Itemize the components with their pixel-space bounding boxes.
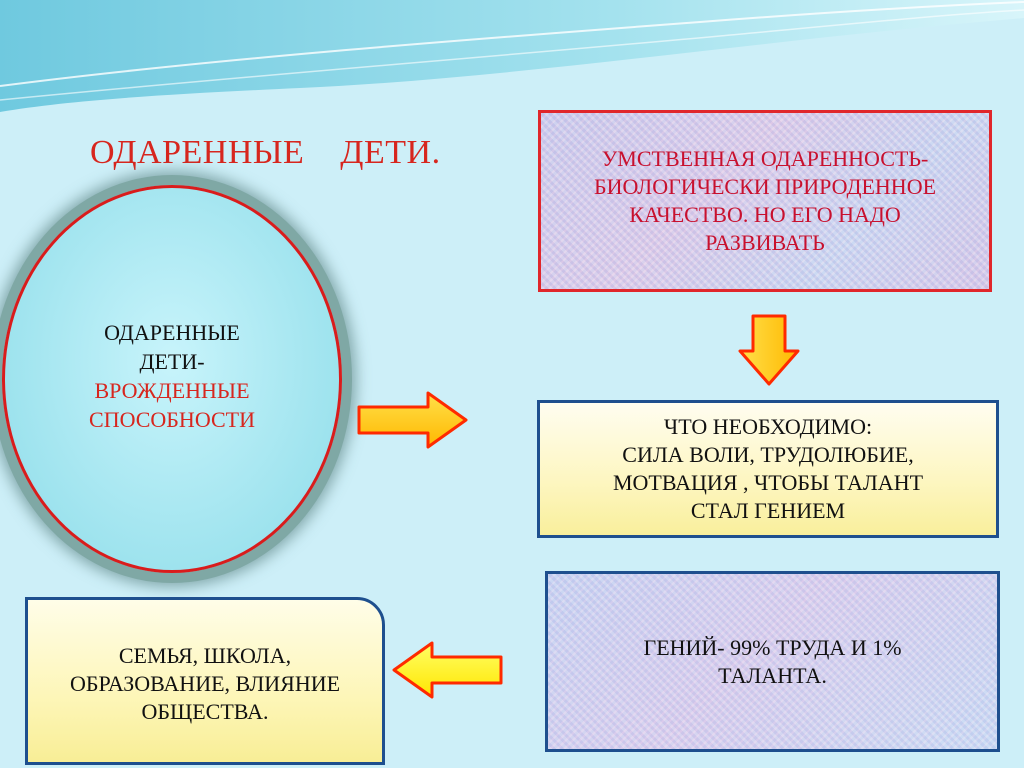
arrow-left-icon <box>392 641 503 699</box>
box-line: ОБЩЕСТВА. <box>141 699 269 724</box>
background-swoosh <box>0 0 1024 112</box>
box-line: МОТВАЦИЯ , ЧТОБЫ ТАЛАНТ <box>612 470 924 495</box>
oval-accent-line: ВРОЖДЕННЫЕ <box>94 378 250 403</box>
box-line: ЧТО НЕОБХОДИМО: <box>663 414 873 439</box>
box-line: СЕМЬЯ, ШКОЛА, <box>118 643 292 668</box>
oval-line: ОДАРЕННЫЕ <box>104 320 240 345</box>
what-is-needed-box: ЧТО НЕОБХОДИМО: СИЛА ВОЛИ, ТРУДОЛЮБИЕ, М… <box>537 400 999 538</box>
oval-text: ОДАРЕННЫЕ ДЕТИ- ВРОЖДЕННЫЕ СПОСОБНОСТИ <box>40 318 304 434</box>
arrow-right-icon <box>357 391 468 449</box>
box-line: ТАЛАНТА. <box>718 663 827 688</box>
box-line: ОБРАЗОВАНИЕ, ВЛИЯНИЕ <box>69 671 341 696</box>
box-line: БИОЛОГИЧЕСКИ ПРИРОДЕННОЕ <box>593 174 937 199</box>
mental-giftedness-box: УМСТВЕННАЯ ОДАРЕННОСТЬ- БИОЛОГИЧЕСКИ ПРИ… <box>538 110 992 292</box>
box-line: РАЗВИВАТЬ <box>705 230 825 255</box>
gifted-children-oval <box>2 185 342 573</box>
oval-accent-line: СПОСОБНОСТИ <box>89 407 255 432</box>
box-line: ГЕНИЙ- 99% ТРУДА И 1% <box>643 635 902 660</box>
box-line: СИЛА ВОЛИ, ТРУДОЛЮБИЕ, <box>622 442 914 467</box>
box-line: СТАЛ ГЕНИЕМ <box>690 498 846 523</box>
oval-line: ДЕТИ- <box>139 349 205 374</box>
box-line: УМСТВЕННАЯ ОДАРЕННОСТЬ- <box>601 146 929 171</box>
box-line: КАЧЕСТВО. НО ЕГО НАДО <box>629 202 901 227</box>
slide-title: ОДАРЕННЫЕ ДЕТИ. <box>90 134 441 171</box>
genius-quote-box: ГЕНИЙ- 99% ТРУДА И 1% ТАЛАНТА. <box>545 571 1000 752</box>
arrow-down-icon <box>738 314 800 386</box>
family-school-box: СЕМЬЯ, ШКОЛА, ОБРАЗОВАНИЕ, ВЛИЯНИЕ ОБЩЕС… <box>25 597 385 765</box>
